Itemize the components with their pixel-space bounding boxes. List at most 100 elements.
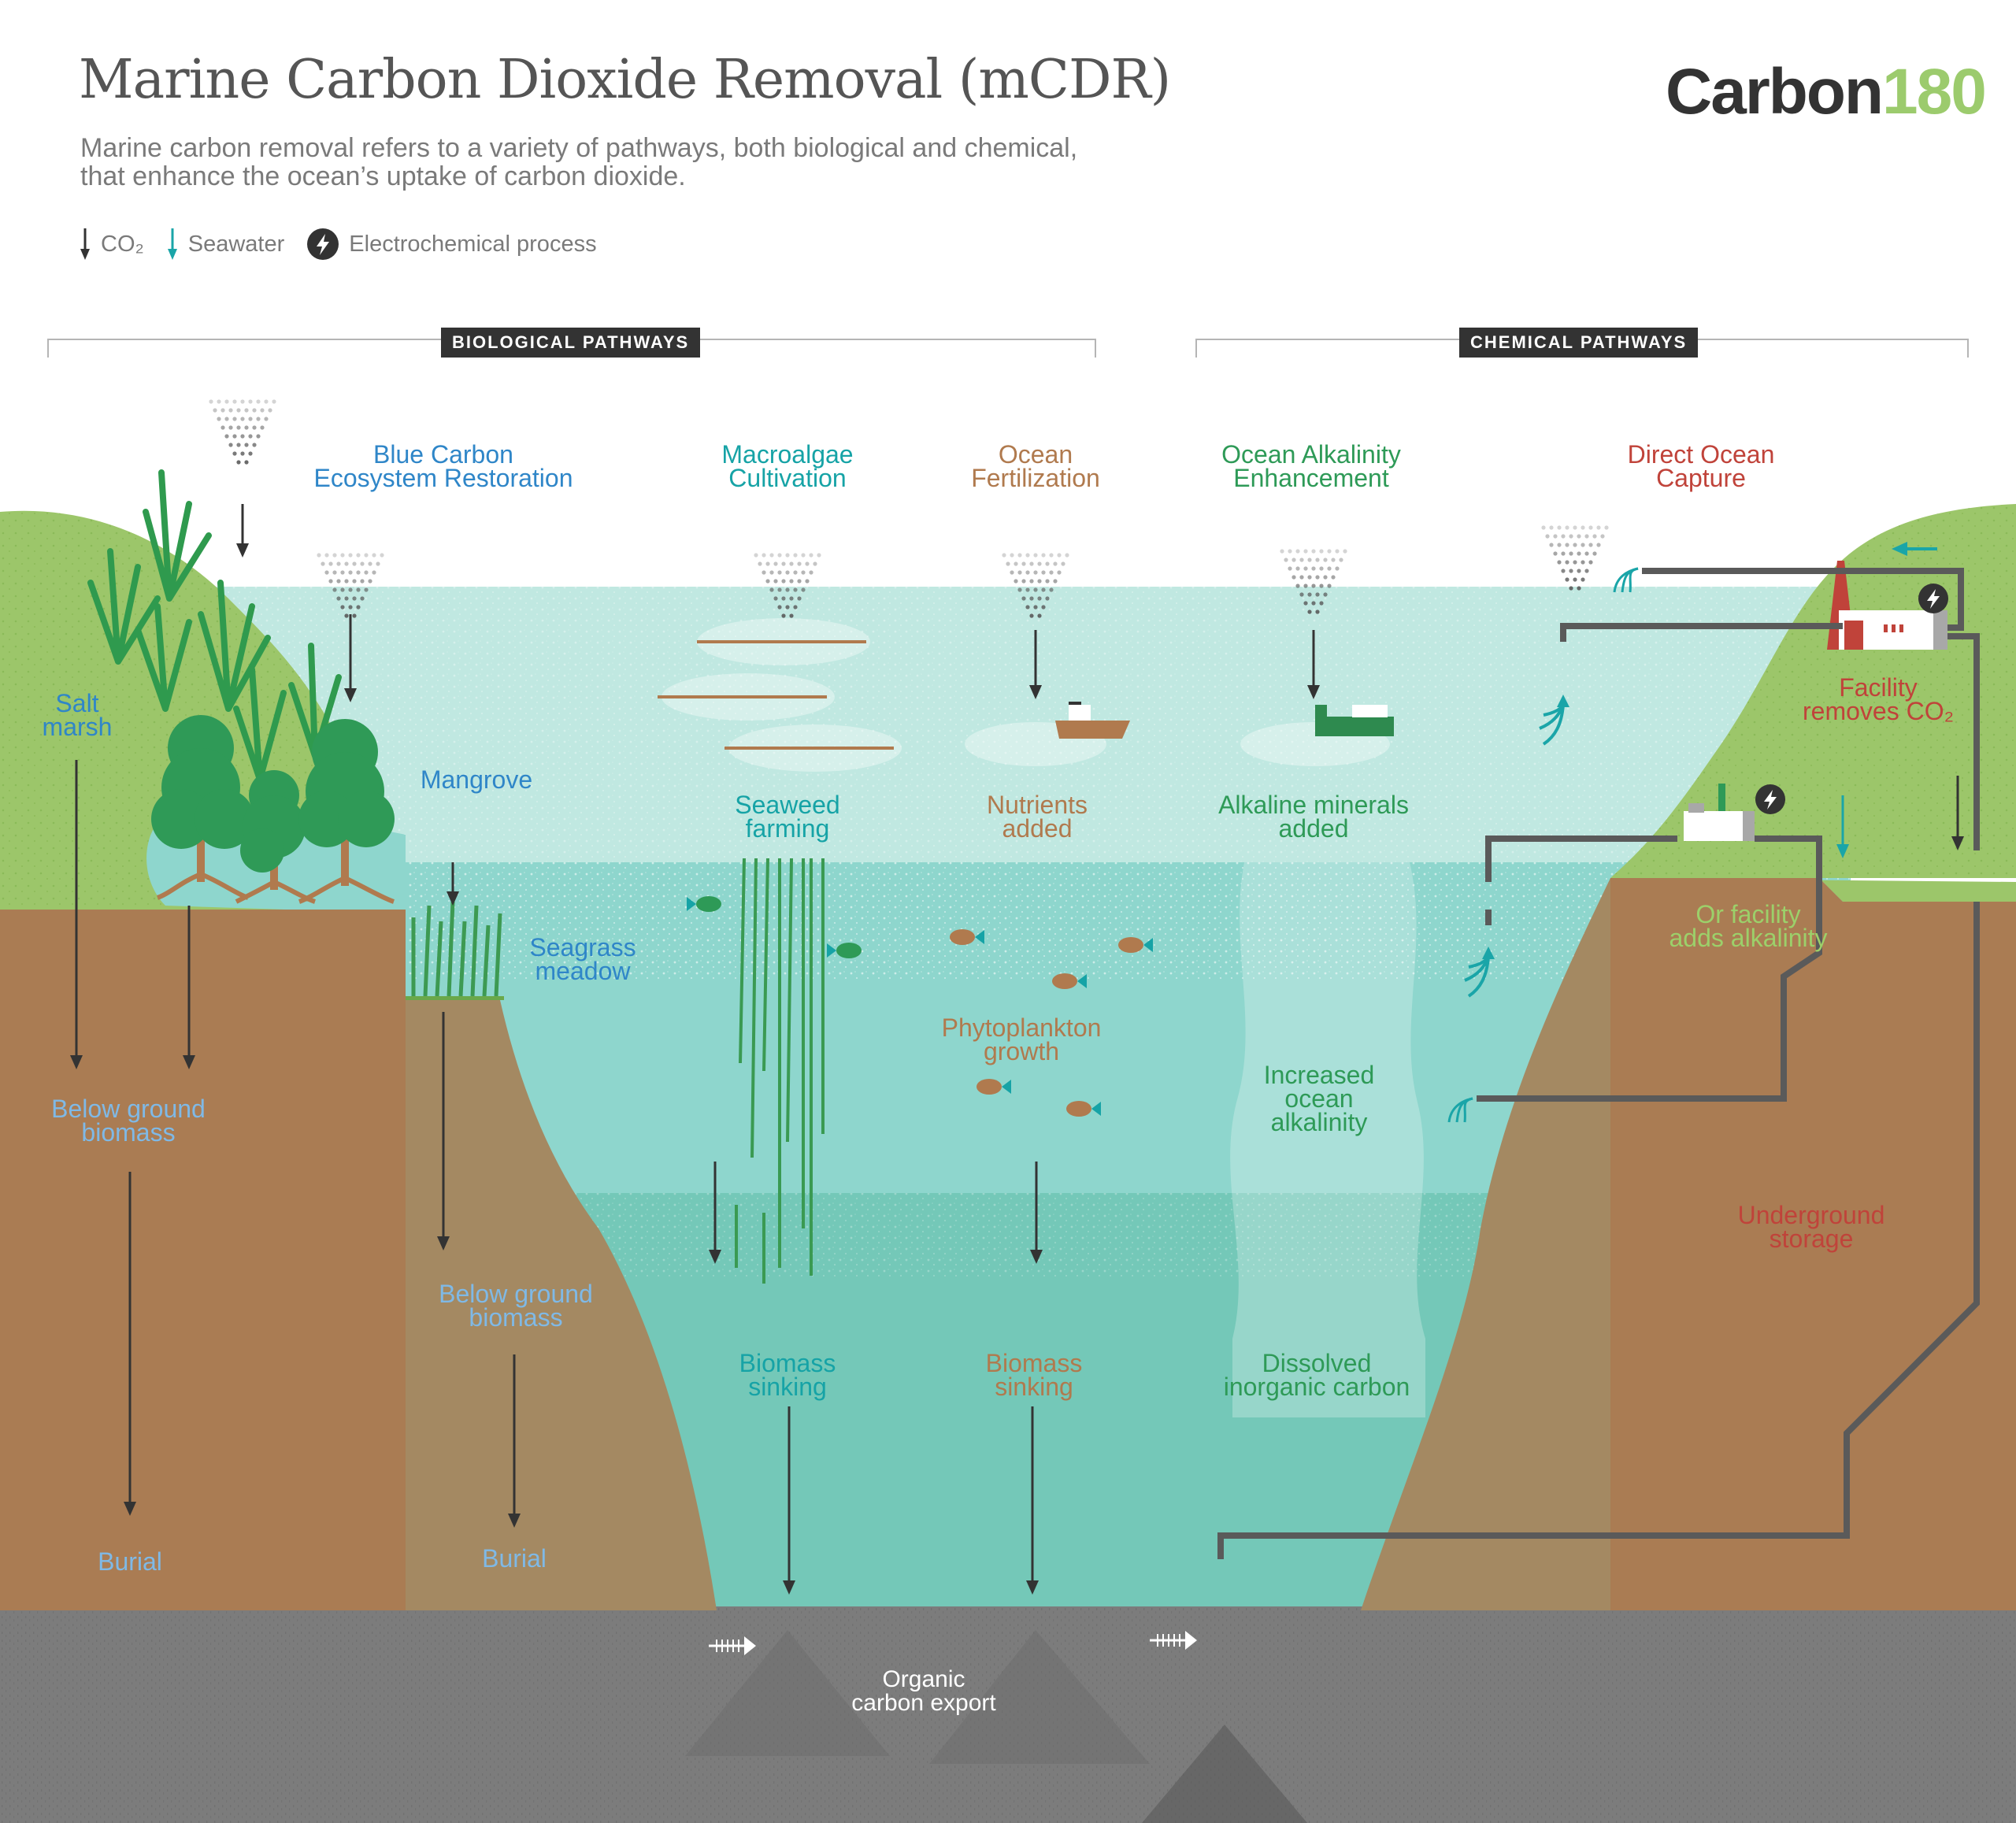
heading-blue-carbon: Blue Carbon Ecosystem Restoration (313, 442, 573, 492)
legend-item-co2: CO₂ (79, 227, 144, 261)
label-line: storage (1769, 1225, 1854, 1253)
facility-pipes (1217, 568, 1980, 1559)
seawater-intake-dac (1539, 695, 1569, 746)
water-surface-texture (197, 587, 1851, 862)
label-line: Or facility (1695, 900, 1801, 928)
biological-pathways-label: BIOLOGICAL PATHWAYS (441, 328, 701, 358)
salt-marsh-grass (87, 469, 342, 783)
label-line: Salt (55, 689, 99, 717)
seawater-arrow-return (1892, 542, 1937, 556)
co2-arrow-burial-2 (508, 1354, 521, 1528)
fish-skeleton-icon (1150, 1631, 1197, 1650)
sediment-mound-1 (685, 1630, 890, 1756)
subtitle-line-1: Marine carbon removal refers to a variet… (80, 133, 1078, 163)
co2-arrow-facility-storage (1951, 776, 1964, 850)
heading-line: Ecosystem Restoration (313, 464, 573, 492)
legend-label-co2: CO₂ (101, 231, 144, 257)
logo-number: 180 (1882, 56, 1987, 128)
label-line: added (1278, 814, 1349, 843)
label-line: Seagrass (529, 933, 636, 962)
seawater-arrow-facility (1836, 795, 1849, 858)
heading-macroalgae: Macroalgae Cultivation (721, 440, 854, 492)
seawater-outflow-oae (1447, 1097, 1473, 1123)
fish-skeleton-icon (709, 1636, 756, 1655)
seafloor-texture (0, 1606, 2016, 1823)
label-line: meadow (535, 957, 631, 985)
co2-cone-fertilization (1002, 553, 1069, 618)
co2-arrow-fertilization-sink (1030, 1162, 1043, 1264)
electrochemical-badge-oae (1755, 784, 1785, 814)
co2-cone-direct-capture (1541, 525, 1609, 591)
seawater-arrow-icon (167, 228, 177, 260)
label-mangrove: Mangrove (420, 765, 533, 794)
right-soil (1610, 878, 2016, 1610)
fish-icon (976, 1079, 1011, 1095)
label-line: sinking (995, 1373, 1073, 1401)
label-line: sinking (748, 1373, 827, 1401)
label-line: inorganic carbon (1223, 1373, 1410, 1401)
sediment-mound-3 (1142, 1725, 1307, 1823)
label-line: farming (745, 814, 830, 843)
label-line: adds alkalinity (1669, 924, 1828, 952)
heading-line: Capture (1656, 464, 1746, 492)
chemical-pathways-label: CHEMICAL PATHWAYS (1459, 328, 1699, 358)
fish-icon (1118, 937, 1153, 953)
co2-cone-mangrove (317, 553, 384, 618)
heading-line: Macroalgae (721, 440, 854, 469)
label-line: growth (983, 1037, 1060, 1065)
label-line: biomass (81, 1118, 176, 1147)
right-ledge (1610, 878, 2016, 902)
heading-alkalinity: Ocean Alkalinity Enhancement (1221, 440, 1401, 492)
co2-cone-macroalgae (754, 553, 821, 618)
electrochemical-badge-dac (1918, 584, 1948, 613)
fish-icon (1066, 1101, 1101, 1117)
label-line: Biomass (985, 1349, 1083, 1377)
co2-cone-alkalinity (1280, 549, 1347, 614)
left-soil (0, 910, 406, 1610)
seawater-outflow-dac (1613, 567, 1639, 593)
label-burial-2: Burial (482, 1544, 547, 1573)
seagrass-meadow-plants (411, 901, 502, 997)
label-line: removes CO₂ (1802, 697, 1955, 725)
co2-arrow-macroalgae-export (783, 1406, 795, 1595)
page-title: Marine Carbon Dioxide Removal (mCDR) (79, 49, 1171, 111)
label-line: ocean (1284, 1084, 1354, 1113)
mangrove-trees (151, 715, 395, 904)
right-slope-soil (1361, 878, 1610, 1610)
legend-label-electrochemical: Electrochemical process (349, 231, 597, 257)
co2-arrow-seagrass (447, 862, 459, 906)
seawater-intake-oae (1464, 947, 1495, 998)
seaweed-strands (735, 858, 825, 1284)
fish-icon (687, 896, 721, 912)
legend: CO₂ Seawater Electrochemical process (79, 227, 608, 261)
co2-arrow-fertilization (1029, 630, 1042, 699)
label-line: Organic (882, 1666, 965, 1692)
label-burial-1: Burial (98, 1547, 162, 1576)
subtitle-line-2: that enhance the ocean’s uptake of carbo… (80, 161, 686, 191)
label-line: carbon export (851, 1690, 996, 1716)
heading-line: Ocean Alkalinity (1221, 440, 1401, 469)
co2-arrow-fertilization-export (1026, 1406, 1039, 1595)
heading-line: Cultivation (728, 464, 847, 492)
seaweed-farms (658, 618, 902, 772)
legend-item-electrochemical: Electrochemical process (306, 228, 597, 261)
sediment-mound-2 (929, 1630, 1150, 1764)
heading-line: Enhancement (1233, 464, 1389, 492)
label-line: Seaweed (735, 791, 840, 819)
fish-icon (1052, 973, 1087, 989)
label-line: Below ground (51, 1095, 206, 1123)
co2-arrow-burial-1 (124, 1172, 136, 1516)
label-line: biomass (469, 1303, 563, 1332)
co2-cone-salt-marsh (209, 399, 276, 465)
